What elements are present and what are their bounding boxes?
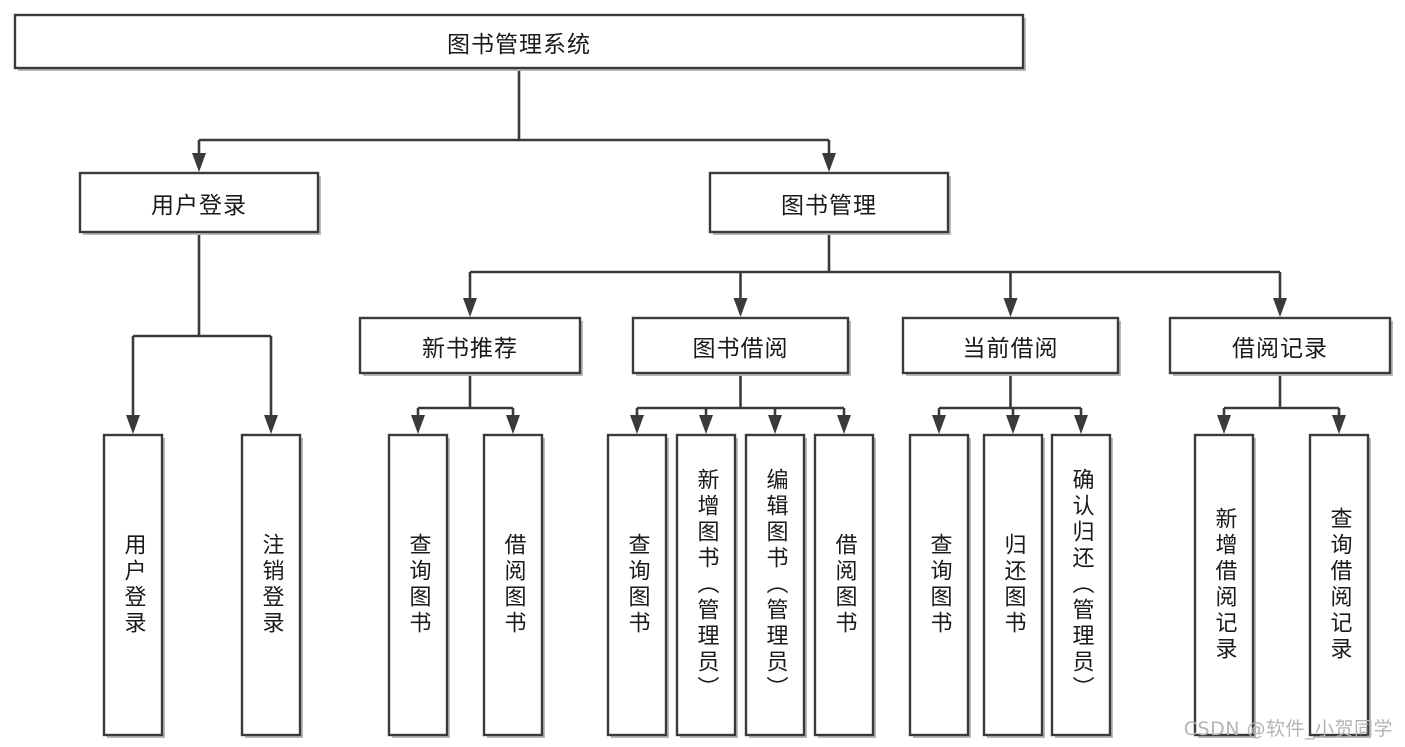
connector-arrowhead <box>822 153 836 172</box>
node-box-user-login-leaf[interactable] <box>102 433 164 737</box>
node-box-leaf-borrow-book-1[interactable] <box>482 433 544 737</box>
node-box-leaf-borrow-book-2[interactable] <box>813 433 875 737</box>
connector-arrowhead <box>126 415 140 434</box>
node-box-user-logout-leaf[interactable] <box>240 433 302 737</box>
node-box-book-borrow[interactable] <box>631 316 850 375</box>
connector-arrowhead <box>630 415 644 434</box>
connector-arrowhead <box>506 415 520 434</box>
connector-arrowhead <box>837 415 851 434</box>
node-box-leaf-query-book-1[interactable] <box>387 433 449 737</box>
connector-arrowhead <box>1074 415 1088 434</box>
node-box-leaf-query-book-2[interactable] <box>606 433 668 737</box>
node-box-leaf-add-book[interactable] <box>675 433 737 737</box>
node-box-root[interactable] <box>13 13 1025 70</box>
connector-arrowhead <box>932 415 946 434</box>
connector-arrowhead <box>1003 298 1018 317</box>
connector-arrowhead <box>733 298 748 317</box>
connector-arrowhead <box>192 153 206 172</box>
node-box-new-book-rec[interactable] <box>358 316 582 375</box>
node-boxes-layer <box>13 13 1393 738</box>
connector-arrowhead <box>1217 415 1231 434</box>
watermark-text: CSDN @软件_小贺同学 <box>1183 718 1393 740</box>
node-box-leaf-edit-book[interactable] <box>744 433 806 737</box>
node-box-leaf-query-record[interactable] <box>1308 433 1370 737</box>
connector-arrowhead <box>264 415 278 434</box>
connector-arrowhead <box>411 415 425 434</box>
node-box-leaf-confirm-return[interactable] <box>1050 433 1112 737</box>
connector-arrowhead <box>768 415 782 434</box>
connector-arrowhead <box>463 298 477 317</box>
connector-lines-layer <box>126 68 1346 434</box>
node-box-current-borrow[interactable] <box>901 316 1120 375</box>
connector-arrowhead <box>1006 415 1020 434</box>
node-box-book-manage[interactable] <box>708 171 950 234</box>
connector-arrowhead <box>1273 298 1287 317</box>
node-box-leaf-return-book[interactable] <box>982 433 1044 737</box>
connector-arrowhead <box>1332 415 1346 434</box>
node-box-borrow-record[interactable] <box>1168 316 1392 375</box>
node-box-user-login[interactable] <box>78 171 320 234</box>
node-box-leaf-query-book-3[interactable] <box>908 433 970 737</box>
connector-arrowhead <box>699 415 713 434</box>
node-box-leaf-add-record[interactable] <box>1193 433 1255 737</box>
